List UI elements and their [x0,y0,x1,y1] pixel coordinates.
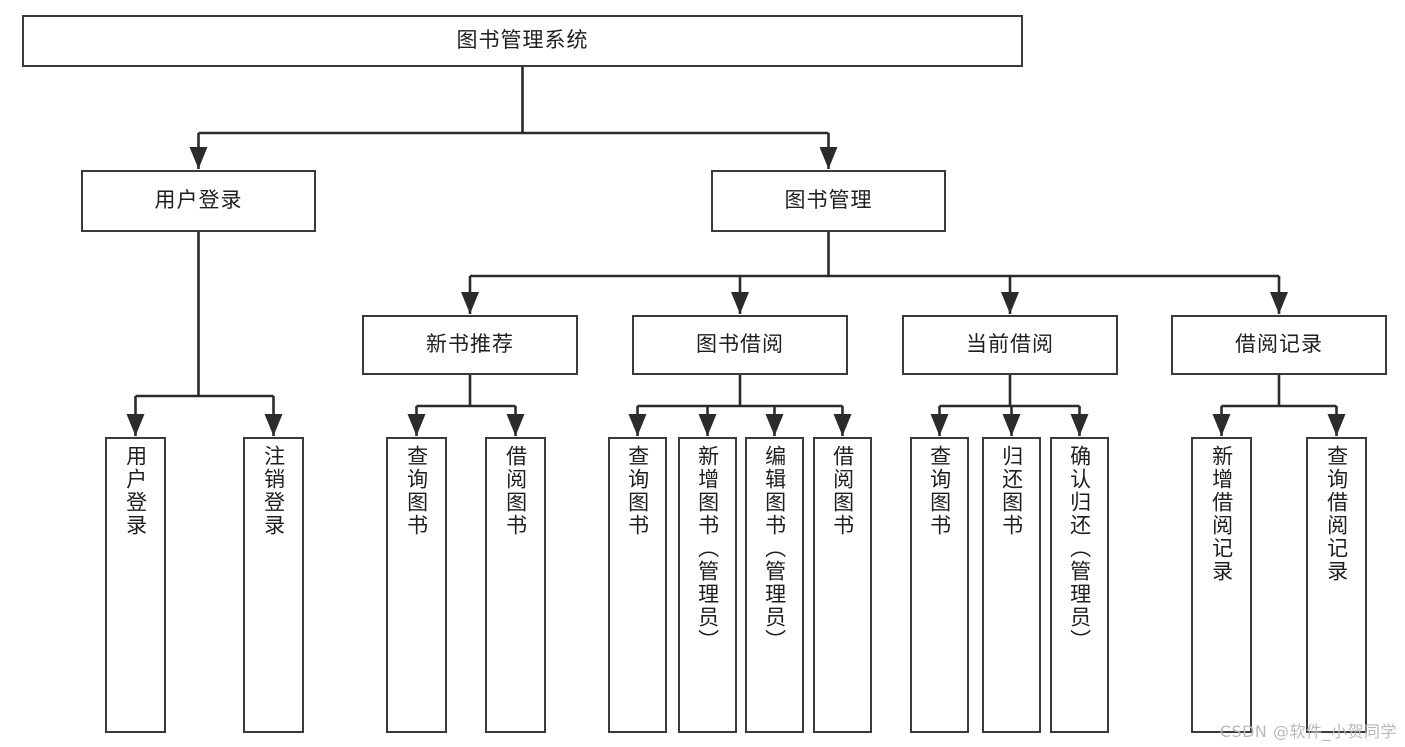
node-leaf-return-book-label: 归还图书 [999,445,1024,537]
node-current-borrow[interactable]: 当前借阅 [902,315,1118,375]
vertical-text-wrap: 查询借阅记录 [1308,445,1365,731]
node-leaf-query-book-1-label: 查询图书 [404,445,429,537]
vertical-text-wrap: 用户登录 [107,445,164,731]
node-leaf-borrow-book-2-label: 借阅图书 [830,445,855,537]
node-book-manage-label: 图书管理 [784,188,873,213]
node-leaf-logout-label: 注销登录 [261,445,286,537]
watermark: CSDN @软件_小贺同学 [1219,722,1397,741]
node-leaf-query-book-2-label: 查询图书 [625,445,650,537]
node-leaf-add-book-label: 新增图书（管理员） [695,445,720,652]
node-leaf-logout[interactable]: 注销登录 [243,437,304,733]
node-leaf-confirm-return[interactable]: 确认归还（管理员） [1050,437,1109,733]
node-book-borrow[interactable]: 图书借阅 [632,315,848,375]
node-root[interactable]: 图书管理系统 [22,15,1023,67]
vertical-text-wrap: 查询图书 [388,445,445,731]
node-leaf-user-login-label: 用户登录 [123,445,148,537]
vertical-text-wrap: 编辑图书（管理员） [747,445,802,731]
node-leaf-query-book-2[interactable]: 查询图书 [608,437,667,733]
vertical-text-wrap: 借阅图书 [815,445,870,731]
node-leaf-borrow-book-1[interactable]: 借阅图书 [485,437,546,733]
node-leaf-query-book-3-label: 查询图书 [927,445,952,537]
vertical-text-wrap: 归还图书 [984,445,1039,731]
node-leaf-add-book[interactable]: 新增图书（管理员） [678,437,737,733]
node-leaf-edit-book[interactable]: 编辑图书（管理员） [745,437,804,733]
vertical-text-wrap: 查询图书 [912,445,967,731]
node-leaf-query-record[interactable]: 查询借阅记录 [1306,437,1367,733]
vertical-text-wrap: 查询图书 [610,445,665,731]
node-leaf-borrow-book-2[interactable]: 借阅图书 [813,437,872,733]
vertical-text-wrap: 借阅图书 [487,445,544,731]
node-book-borrow-label: 图书借阅 [696,332,784,357]
node-leaf-add-record[interactable]: 新增借阅记录 [1191,437,1252,733]
vertical-text-wrap: 新增借阅记录 [1193,445,1250,731]
node-new-book-recommend[interactable]: 新书推荐 [362,315,578,375]
node-leaf-edit-book-label: 编辑图书（管理员） [762,445,787,652]
vertical-text-wrap: 新增图书（管理员） [680,445,735,731]
node-leaf-user-login[interactable]: 用户登录 [105,437,166,733]
node-user-login-label: 用户登录 [154,188,243,213]
node-current-borrow-label: 当前借阅 [966,332,1054,357]
node-borrow-record[interactable]: 借阅记录 [1171,315,1387,375]
node-leaf-query-record-label: 查询借阅记录 [1324,445,1349,583]
node-leaf-confirm-return-label: 确认归还（管理员） [1067,445,1092,652]
node-leaf-add-record-label: 新增借阅记录 [1209,445,1234,583]
node-leaf-query-book-1[interactable]: 查询图书 [386,437,447,733]
node-user-login[interactable]: 用户登录 [81,170,316,232]
node-borrow-record-label: 借阅记录 [1235,332,1323,357]
node-new-book-recommend-label: 新书推荐 [426,332,514,357]
node-root-label: 图书管理系统 [456,28,589,53]
node-book-manage[interactable]: 图书管理 [711,170,946,232]
node-leaf-return-book[interactable]: 归还图书 [982,437,1041,733]
node-leaf-borrow-book-1-label: 借阅图书 [503,445,528,537]
vertical-text-wrap: 注销登录 [245,445,302,731]
node-leaf-query-book-3[interactable]: 查询图书 [910,437,969,733]
vertical-text-wrap: 确认归还（管理员） [1052,445,1107,731]
